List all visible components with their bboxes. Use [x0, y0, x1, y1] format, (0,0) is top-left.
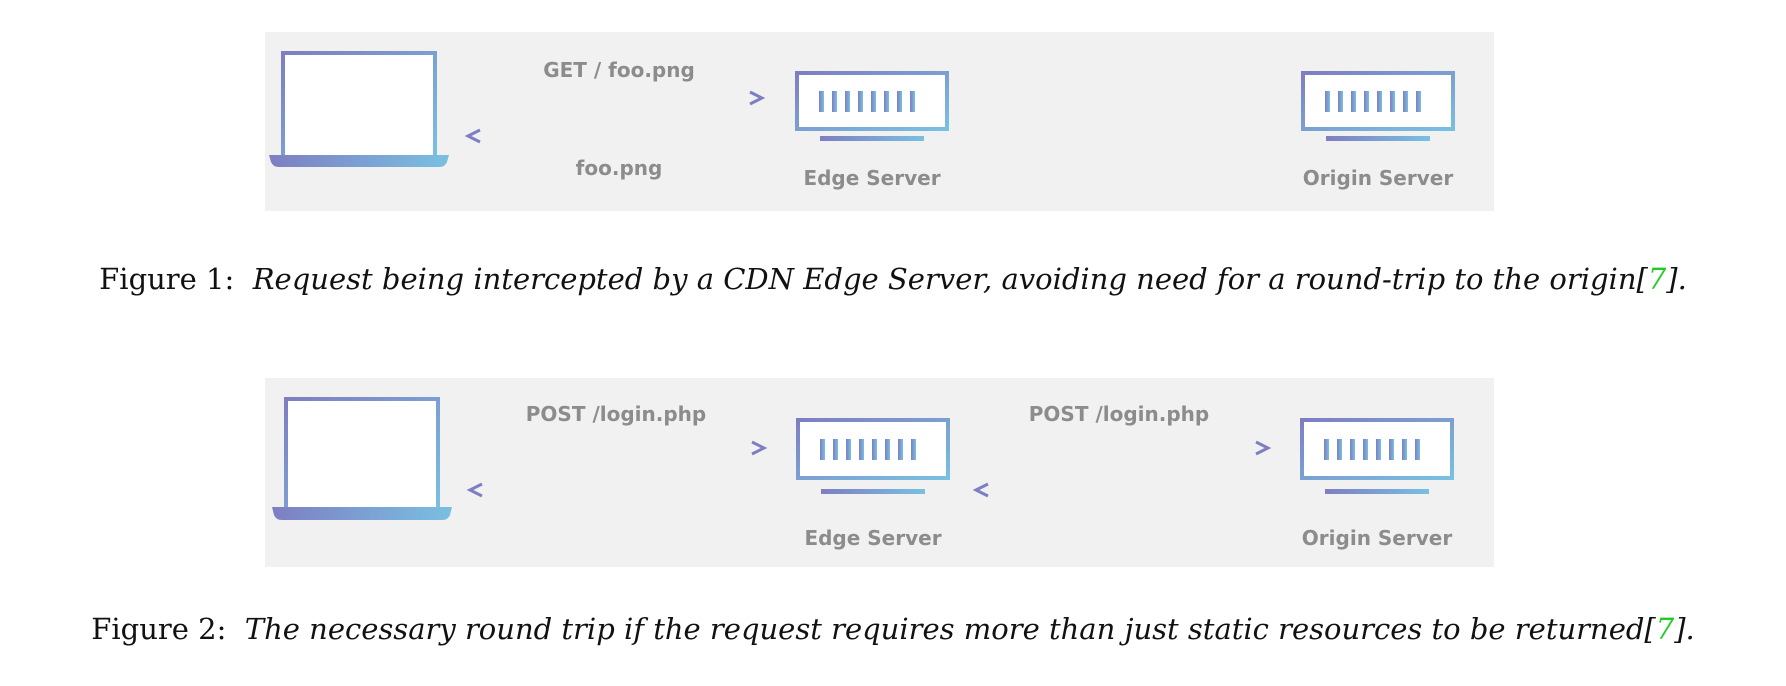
figure-2-graphic [272, 397, 1454, 520]
caption-suffix: ]. [1674, 612, 1695, 646]
origin-server-label: Origin Server [1301, 526, 1453, 550]
origin-server-label: Origin Server [1302, 166, 1454, 190]
caption-text: Request being intercepted by a CDN Edge … [252, 262, 1648, 296]
arrow-left-icon [972, 482, 1262, 498]
laptop-icon [272, 397, 452, 520]
server-icon [795, 71, 949, 141]
request-label: GET / foo.png [543, 58, 695, 82]
caption-prefix: Figure 2: [91, 612, 227, 646]
citation-link[interactable]: 7 [1647, 262, 1667, 296]
edge-server-label: Edge Server [803, 166, 941, 190]
figure-1-caption: Figure 1: Request being intercepted by a… [0, 262, 1786, 296]
arrow-right-icon [985, 440, 1272, 456]
arrow-right-icon [478, 440, 768, 456]
figure-1-diagram: GET / foo.png foo.png Edge Server Origin… [265, 32, 1494, 211]
figure-1-graphic [269, 51, 1455, 167]
arrow-right-icon [477, 90, 766, 106]
arrow-left-icon [466, 482, 758, 498]
request-label-2: POST /login.php [1028, 402, 1210, 426]
server-icon [796, 418, 950, 494]
figure-2-caption: Figure 2: The necessary round trip if th… [0, 612, 1786, 646]
caption-text: The necessary round trip if the request … [244, 612, 1656, 646]
citation-link[interactable]: 7 [1655, 612, 1675, 646]
caption-suffix: ]. [1666, 262, 1687, 296]
server-icon [1301, 71, 1455, 141]
response-label: foo.png [575, 156, 663, 180]
figure-2-diagram: POST /login.php POST /login.php Edge Ser… [265, 378, 1494, 567]
arrow-left-icon [464, 128, 755, 144]
caption-prefix: Figure 1: [99, 262, 235, 296]
laptop-icon [269, 51, 449, 167]
request-label-1: POST /login.php [525, 402, 707, 426]
server-icon [1300, 418, 1454, 494]
edge-server-label: Edge Server [804, 526, 942, 550]
